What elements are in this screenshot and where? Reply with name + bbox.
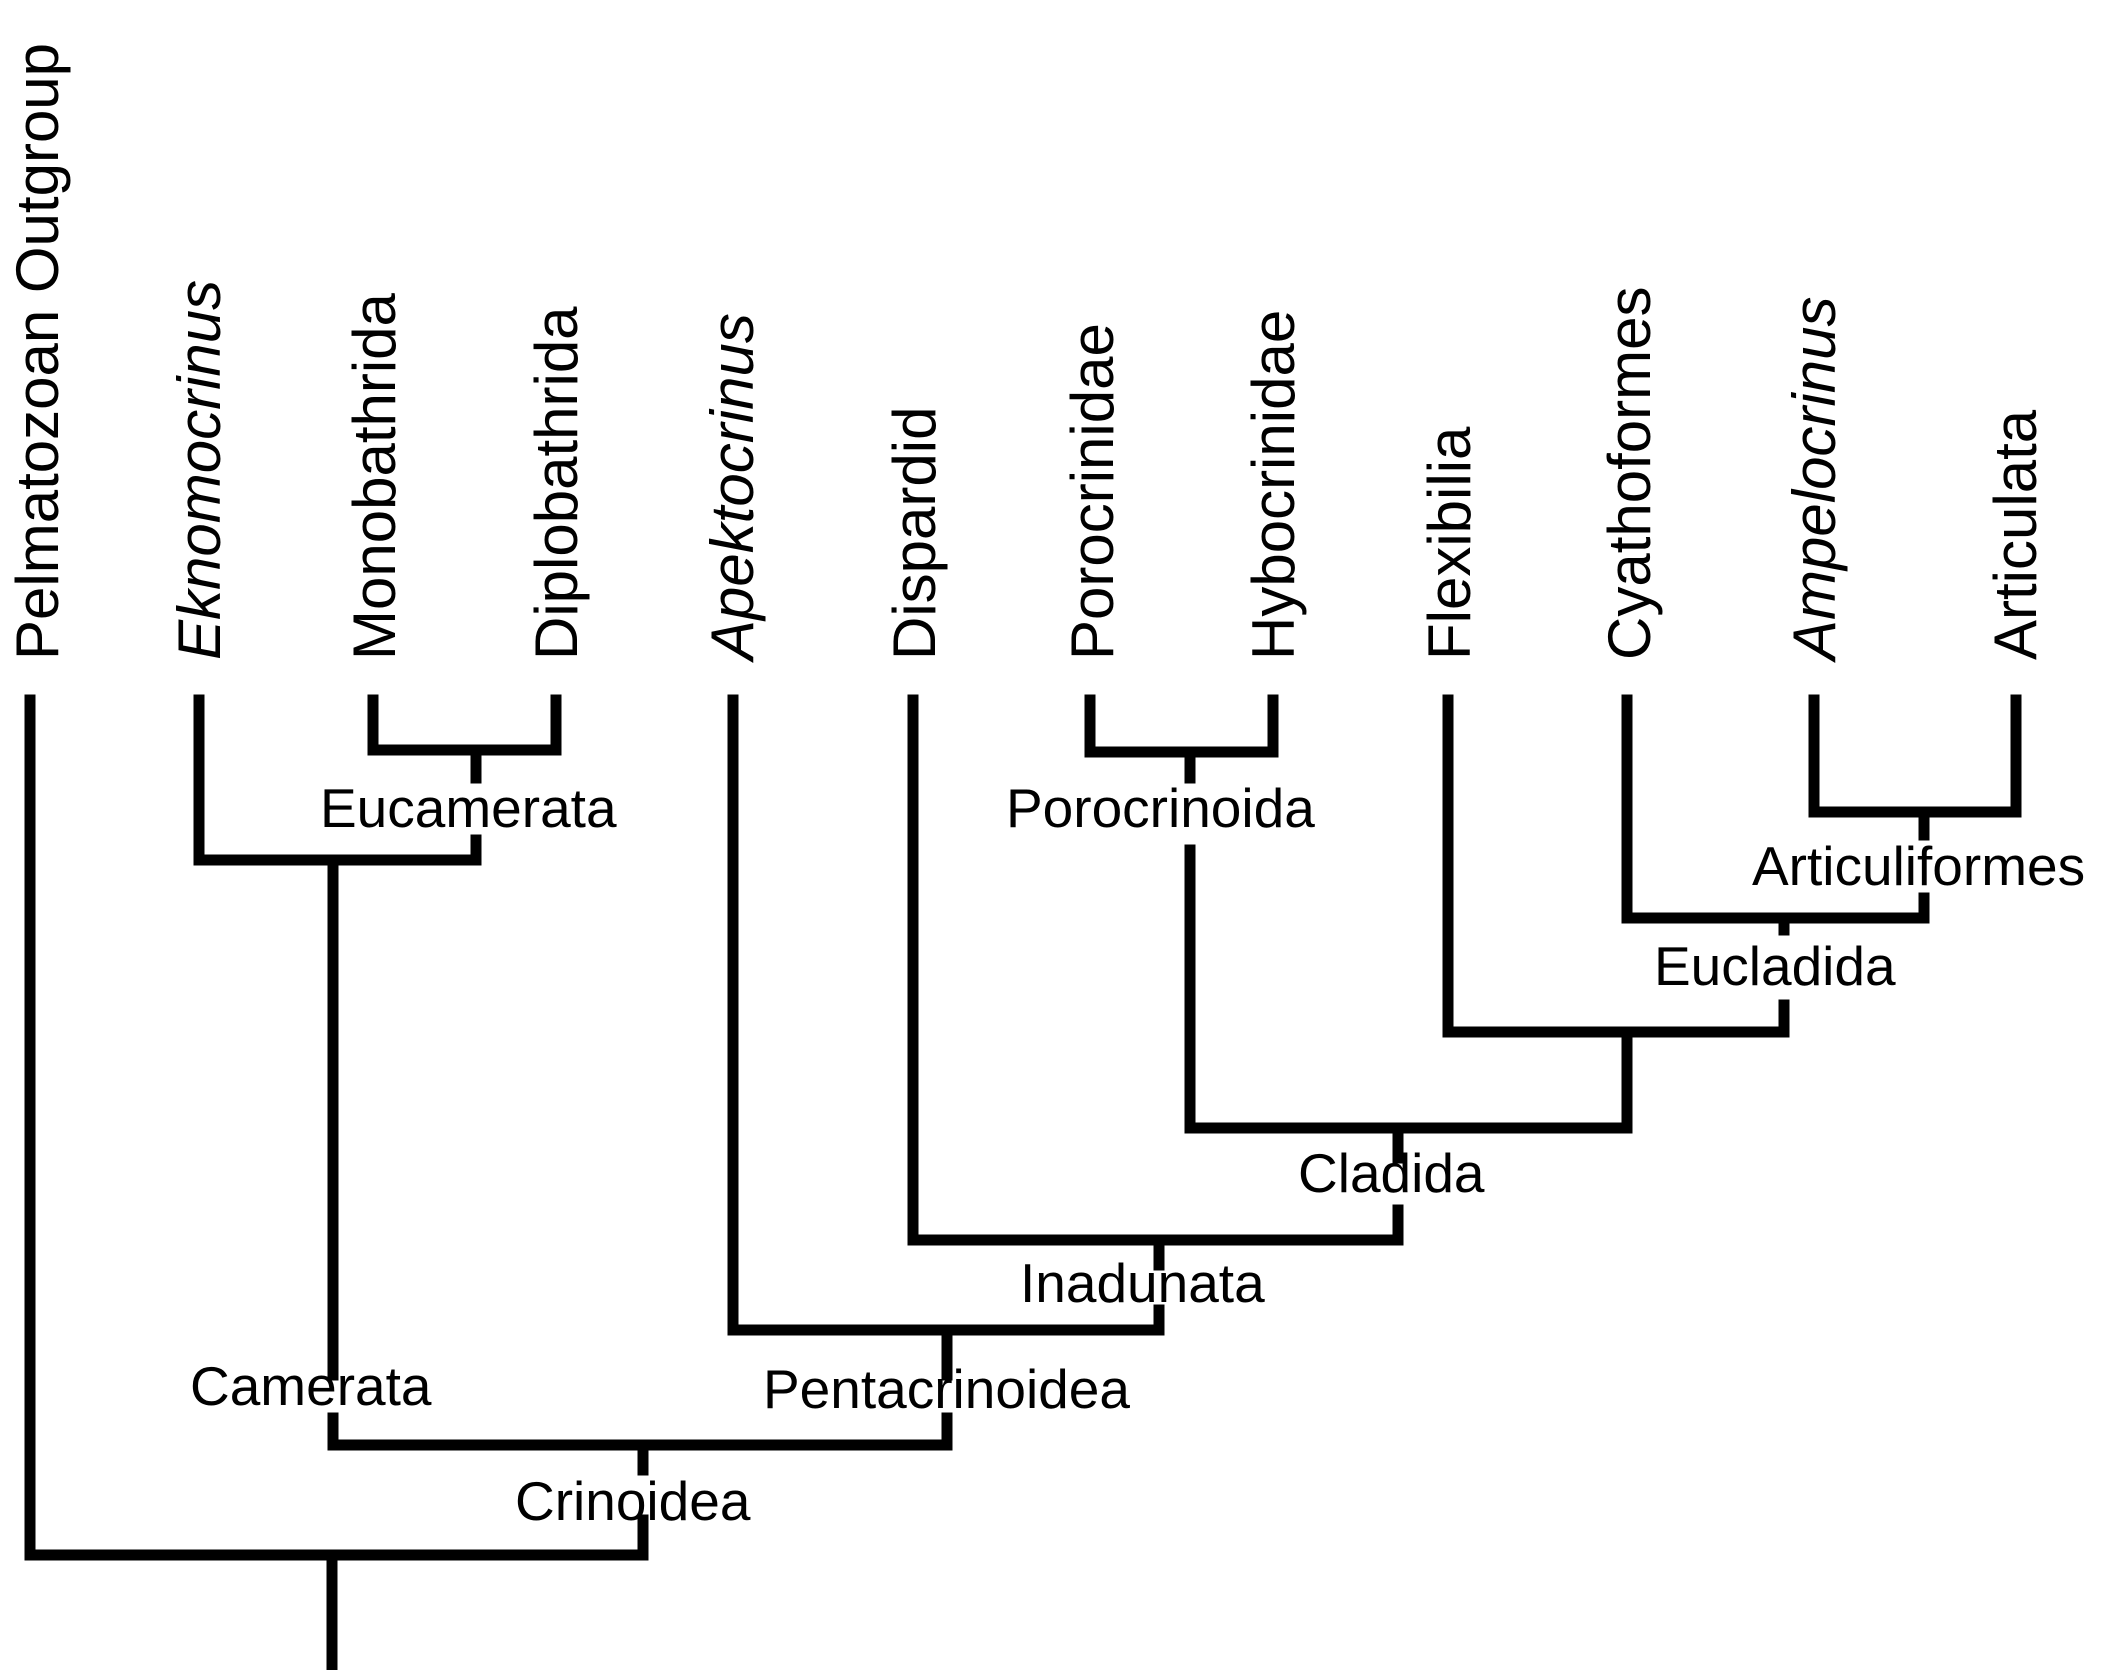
clade-porocrinoida: Porocrinoida <box>1006 777 1315 839</box>
taxon-dispardid: Dispardid <box>881 407 948 660</box>
taxon-flexibilia: Flexibilia <box>1416 426 1483 660</box>
eucladida-inner-split <box>1621 694 1930 924</box>
clade-articuliformes: Articuliformes <box>1752 835 2085 897</box>
inadunata-split <box>907 694 1404 1246</box>
clade-inadunata: Inadunata <box>1020 1252 1265 1314</box>
eucamerata-bracket <box>367 694 562 756</box>
clade-labels: Eucamerata Porocrinoida Articuliformes E… <box>190 777 2085 1532</box>
porocrinoida-bracket <box>1084 694 1279 758</box>
taxon-eknomocrinus: Eknomocrinus <box>166 280 233 660</box>
clade-cladida: Cladida <box>1298 1142 1485 1204</box>
taxon-ampelocrinus: Ampelocrinus <box>1781 297 1848 664</box>
taxon-outgroup: Pelmatozoan Outgroup <box>4 43 71 660</box>
taxon-cyathoformes: Cyathoformes <box>1596 287 1663 660</box>
taxon-porocrinidae: Porocrinidae <box>1059 323 1126 660</box>
articuliformes-bracket <box>1808 694 2022 818</box>
pentacrinoidea-split <box>727 694 1165 1336</box>
taxa-labels: Pelmatozoan Outgroup Eknomocrinus Monoba… <box>4 43 2049 663</box>
camerata-split <box>193 694 482 866</box>
taxon-monobathrida: Monobathrida <box>341 292 408 660</box>
clade-eucamerata: Eucamerata <box>320 777 617 839</box>
clade-pentacrinoidea: Pentacrinoidea <box>763 1358 1130 1420</box>
clade-eucladida: Eucladida <box>1654 935 1896 997</box>
taxon-diplobathrida: Diplobathrida <box>523 306 590 660</box>
tree-branches <box>24 694 2022 1670</box>
taxon-apektocrinus: Apektocrinus <box>699 313 766 663</box>
cladida-split <box>1184 844 1633 1134</box>
eucladida-split <box>1442 694 1790 1038</box>
taxon-articulata: Articulata <box>1982 409 2049 660</box>
clade-crinoidea: Crinoidea <box>515 1470 751 1532</box>
taxon-hybocrinidae: Hybocrinidae <box>1240 310 1307 660</box>
crinoidea-node <box>24 694 649 1561</box>
clade-camerata: Camerata <box>190 1355 432 1417</box>
